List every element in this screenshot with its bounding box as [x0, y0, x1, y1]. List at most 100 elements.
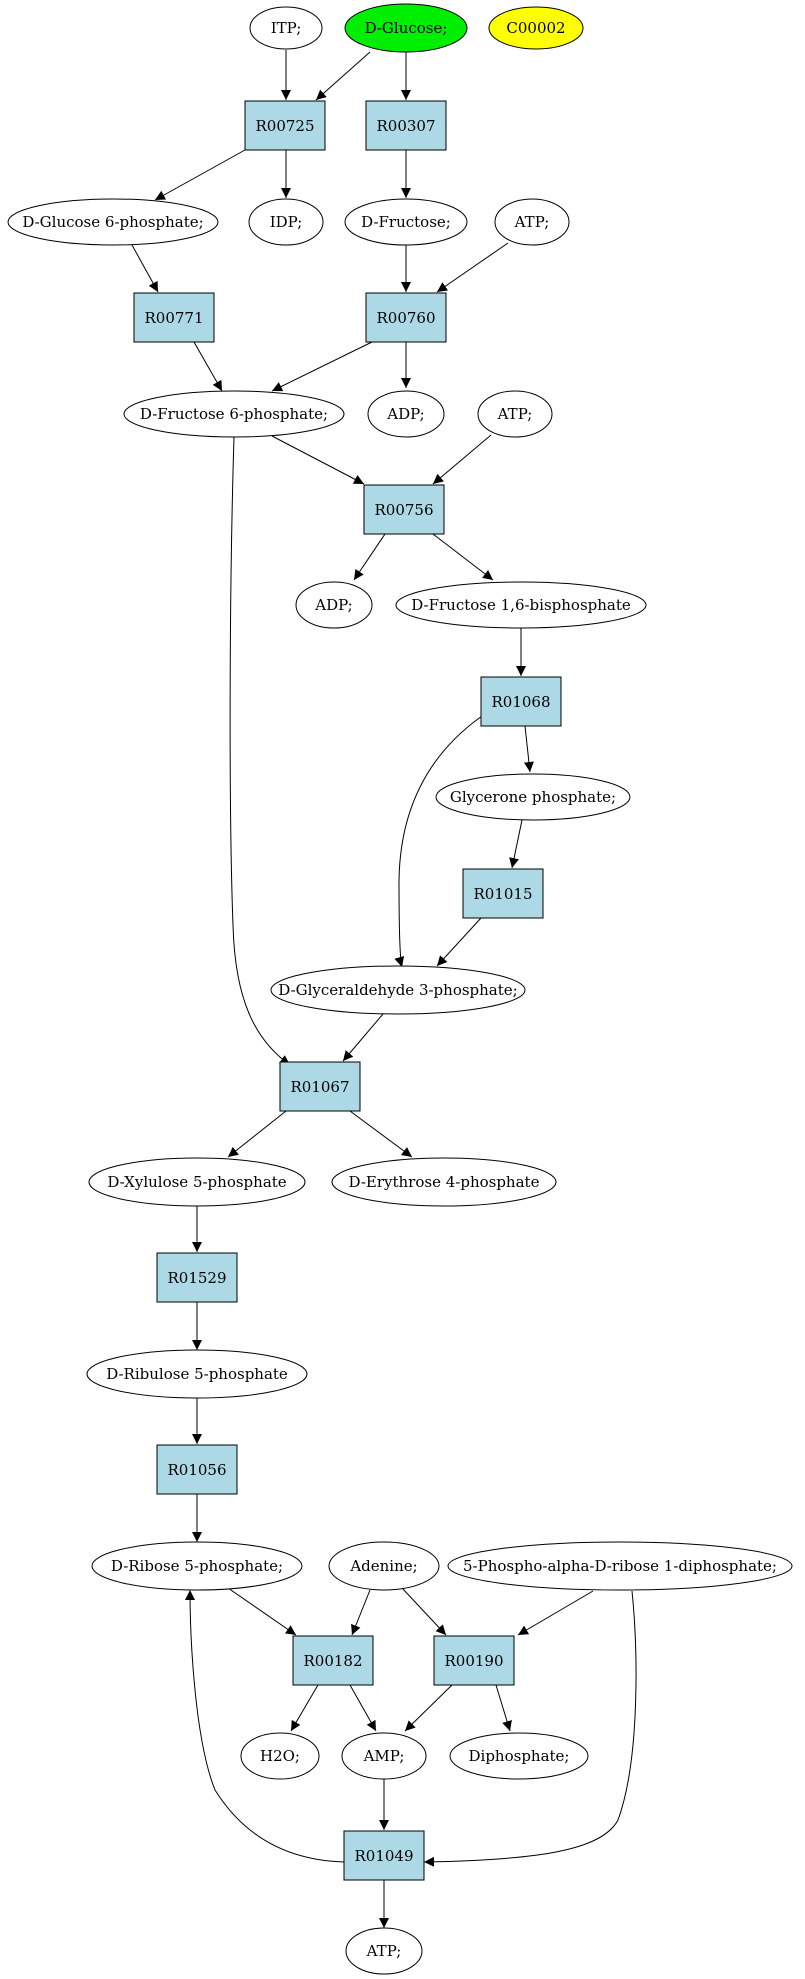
node-label: D-Xylulose 5-phosphate: [107, 1173, 286, 1191]
node-d-erythrose-4-phosphate[interactable]: D-Erythrose 4-phosphate: [331, 1157, 557, 1207]
node-r00756[interactable]: R00756: [363, 484, 445, 535]
node-d-fructose-1-6-bisphosphate[interactable]: D-Fructose 1,6-bisphosphate: [395, 581, 647, 629]
node-r01068[interactable]: R01068: [480, 676, 562, 727]
node-label: 5-Phospho-alpha-D-ribose 1-diphosphate;: [463, 1557, 777, 1575]
edge-adenine-r00182: [351, 1589, 371, 1636]
node-atp-2[interactable]: ATP;: [477, 390, 553, 438]
node-diphosphate[interactable]: Diphosphate;: [449, 1732, 589, 1780]
edge-r01068-g3p: [394, 715, 483, 968]
node-label: D-Glucose;: [365, 19, 448, 37]
edge-adenine-r00190: [401, 1587, 447, 1636]
node-d-glucose[interactable]: D-Glucose;: [344, 3, 468, 53]
node-d-ribose-5-phosphate[interactable]: D-Ribose 5-phosphate;: [91, 1541, 303, 1591]
node-d-xylulose-5-phosphate[interactable]: D-Xylulose 5-phosphate: [88, 1157, 306, 1207]
node-label: D-Fructose;: [361, 213, 451, 231]
node-r00190[interactable]: R00190: [433, 1635, 515, 1686]
node-idp[interactable]: IDP;: [248, 198, 324, 246]
edge-r01067-xylulose: [227, 1110, 287, 1158]
node-glycerone-phosphate[interactable]: Glycerone phosphate;: [435, 773, 631, 821]
node-label: D-Fructose 1,6-bisphosphate: [411, 596, 631, 614]
node-d-glyceraldehyde-3-phosphate[interactable]: D-Glyceraldehyde 3-phosphate;: [270, 965, 526, 1015]
node-label: ATP;: [514, 213, 550, 231]
node-label: R01529: [167, 1269, 226, 1287]
node-label: Glycerone phosphate;: [450, 788, 616, 806]
node-r00725[interactable]: R00725: [244, 100, 326, 151]
node-label: ATP;: [497, 405, 533, 423]
node-label: D-Glyceraldehyde 3-phosphate;: [278, 981, 517, 999]
node-label: AMP;: [363, 1747, 405, 1765]
node-label: R00307: [376, 117, 435, 135]
node-label: D-Glucose 6-phosphate;: [22, 213, 203, 231]
node-r00182[interactable]: R00182: [292, 1635, 374, 1686]
edge-f6p-r01067: [229, 436, 291, 1066]
node-d-fructose[interactable]: D-Fructose;: [344, 198, 468, 246]
node-label: R01068: [491, 693, 550, 711]
node-label: R00756: [374, 501, 433, 519]
node-adp-2[interactable]: ADP;: [295, 581, 373, 629]
node-r01067[interactable]: R01067: [279, 1061, 361, 1112]
node-label: Diphosphate;: [469, 1747, 570, 1765]
node-label: R01067: [290, 1078, 349, 1096]
node-label: R00771: [144, 309, 203, 327]
node-r01529[interactable]: R01529: [156, 1252, 238, 1303]
node-label: ADP;: [386, 405, 424, 423]
node-5-phospho-alpha-d-ribose-1-diphosphate[interactable]: 5-Phospho-alpha-D-ribose 1-diphosphate;: [447, 1541, 793, 1591]
edge-r00756-adp2: [353, 533, 386, 581]
node-r00771[interactable]: R00771: [133, 292, 215, 343]
node-d-glucose-6-phosphate[interactable]: D-Glucose 6-phosphate;: [7, 198, 219, 246]
node-r00307[interactable]: R00307: [365, 100, 447, 151]
node-atp-3[interactable]: ATP;: [345, 1927, 423, 1975]
edge-r00182-amp: [349, 1684, 377, 1732]
node-adenine[interactable]: Adenine;: [328, 1541, 440, 1591]
node-label: C00002: [506, 19, 565, 37]
edge-r01068-glycerone: [523, 725, 534, 773]
node-label: Adenine;: [349, 1557, 417, 1575]
node-label: R01056: [167, 1461, 226, 1479]
node-r01015[interactable]: R01015: [462, 868, 544, 919]
nodes: ITP; D-Glucose; C00002 R00725 R00307 D-G…: [7, 3, 793, 1975]
node-h2o[interactable]: H2O;: [240, 1732, 320, 1780]
node-amp[interactable]: AMP;: [341, 1732, 427, 1780]
edge-r01067-erythrose: [349, 1110, 413, 1158]
edge-g3p-r01067: [342, 1013, 384, 1062]
edge-r00190-diphosphate: [495, 1684, 512, 1732]
node-adp-1[interactable]: ADP;: [367, 390, 445, 438]
edges: [131, 50, 637, 1928]
node-d-fructose-6-phosphate[interactable]: D-Fructose 6-phosphate;: [123, 390, 345, 438]
node-itp[interactable]: ITP;: [249, 6, 323, 50]
node-r00760[interactable]: R00760: [365, 292, 447, 343]
node-label: IDP;: [270, 213, 303, 231]
node-label: D-Ribulose 5-phosphate: [106, 1365, 288, 1383]
node-label: D-Erythrose 4-phosphate: [349, 1173, 540, 1191]
node-label: R01049: [354, 1847, 413, 1865]
node-label: R00725: [255, 117, 314, 135]
edge-f6p-r00756: [271, 435, 365, 485]
node-r01049[interactable]: R01049: [343, 1830, 425, 1881]
node-d-ribulose-5-phosphate[interactable]: D-Ribulose 5-phosphate: [86, 1349, 308, 1399]
edge-ribose-r00182: [227, 1587, 297, 1636]
node-r01056[interactable]: R01056: [156, 1444, 238, 1495]
node-c00002[interactable]: C00002: [488, 6, 584, 50]
edge-r00756-fbp: [432, 533, 494, 581]
node-label: D-Ribose 5-phosphate;: [111, 1557, 283, 1575]
edge-glucose-r00725: [315, 51, 371, 101]
node-label: ADP;: [314, 596, 352, 614]
node-label: R00190: [444, 1652, 503, 1670]
edge-glycerone-r01015: [509, 819, 523, 869]
node-label: R00760: [376, 309, 435, 327]
edge-r00190-amp: [404, 1684, 453, 1732]
node-label: R01015: [473, 885, 532, 903]
edge-atp2-r00756: [432, 434, 492, 485]
edge-prpp-r00190: [517, 1590, 594, 1636]
node-atp-1[interactable]: ATP;: [494, 198, 570, 246]
edge-atp1-r00760: [436, 242, 509, 293]
node-label: D-Fructose 6-phosphate;: [140, 405, 328, 423]
edge-r00771-f6p: [193, 341, 223, 392]
node-label: H2O;: [260, 1747, 300, 1765]
edge-r01015-g3p: [436, 917, 482, 967]
edge-r00760-f6p: [271, 341, 373, 392]
edge-prpp-r01049: [423, 1590, 637, 1867]
edge-g6p-r00771: [131, 244, 159, 293]
edge-r00725-g6p: [154, 149, 246, 201]
